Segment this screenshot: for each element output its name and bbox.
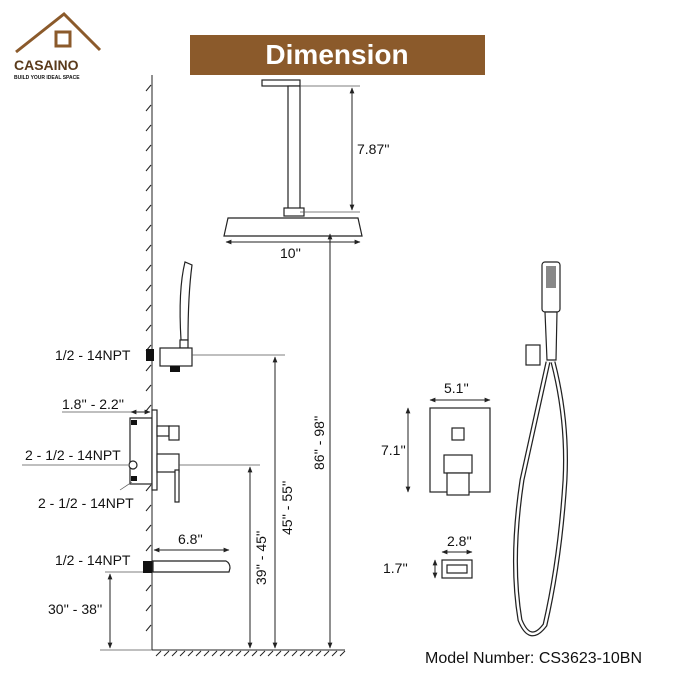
title-banner: [190, 35, 485, 75]
spout-height-label: 30'' - 38'': [48, 601, 102, 617]
wall-hatch: [145, 104, 152, 112]
floor-hatch: [267, 650, 274, 657]
floor-hatch: [283, 650, 290, 657]
tub-spout: [143, 560, 231, 573]
head-height-label: 86'' - 98'': [311, 416, 327, 470]
floor-hatch: [299, 650, 306, 657]
trim-height-label: 7.1'': [381, 442, 406, 458]
holder-inlet-label: 1/2 - 14NPT: [55, 347, 131, 363]
page-title: Dimension: [265, 39, 408, 70]
floor-hatch: [219, 650, 226, 657]
floor-hatch: [195, 650, 202, 657]
brand-tagline: BUILD YOUR IDEAL SPACE: [14, 75, 80, 81]
wall-hatch: [145, 404, 152, 412]
model-number: Model Number: CS3623-10BN: [425, 650, 642, 667]
overflow-height-label: 1.7'': [383, 560, 408, 576]
wall-hatch: [145, 224, 152, 232]
valve-height-label: 39'' - 45'': [253, 531, 269, 585]
wall-hatch: [145, 184, 152, 192]
floor-hatch: [323, 650, 330, 657]
valve-inlet-label-1: 2 - 1/2 - 14NPT: [25, 447, 121, 463]
overflow-cover: [441, 559, 473, 579]
wall-hatch: [145, 524, 152, 532]
floor-hatch: [187, 650, 194, 657]
floor-hatch: [275, 650, 282, 657]
floor-hatch: [155, 650, 162, 657]
floor-hatch: [307, 650, 314, 657]
floor-hatch: [227, 650, 234, 657]
spout-inlet-label: 1/2 - 14NPT: [55, 552, 131, 568]
holder-height-label: 45'' - 55'': [279, 481, 295, 535]
wall-hatch: [145, 544, 152, 552]
valve-inlet-label-2: 2 - 1/2 - 14NPT: [38, 495, 134, 511]
wall-hatch: [145, 324, 152, 332]
wall-hatch: [145, 484, 152, 492]
wall-hatch: [145, 504, 152, 512]
spout-length-label: 6.8'': [178, 531, 203, 547]
floor-hatch: [235, 650, 242, 657]
rain-shower-head: [223, 79, 363, 237]
wall-hatch: [145, 164, 152, 172]
overflow-width-label: 2.8'': [447, 533, 472, 549]
floor-hatch: [179, 650, 186, 657]
floor-hatch: [251, 650, 258, 657]
wall-hatch: [145, 384, 152, 392]
brand-name: CASAINO: [14, 57, 79, 73]
head-width-label: 10'': [280, 245, 301, 261]
valve-depth-label: 1.8'' - 2.2'': [62, 396, 124, 412]
arm-height-label: 7.87'': [357, 141, 390, 157]
wall-hatch: [145, 584, 152, 592]
brand-logo: CASAINO BUILD YOUR IDEAL SPACE: [14, 11, 102, 81]
floor-hatch: [203, 650, 210, 657]
floor-hatch: [171, 650, 178, 657]
floor-hatch: [331, 650, 338, 657]
wall-hatch: [145, 604, 152, 612]
wall-hatch: [145, 144, 152, 152]
wall-hatch: [145, 364, 152, 372]
wall-hatch: [145, 124, 152, 132]
floor-hatch: [243, 650, 250, 657]
house-window-icon: [54, 30, 72, 48]
house-roof-icon: [15, 11, 102, 54]
wall-hatch: [145, 84, 152, 92]
wall-hatch: [145, 624, 152, 632]
floor-hatch: [259, 650, 266, 657]
wall-hatch: [145, 204, 152, 212]
wall-hatch: [145, 304, 152, 312]
wall-hatch: [145, 244, 152, 252]
mixing-valve: [128, 409, 180, 503]
floor-hatch: [291, 650, 298, 657]
floor-hatch: [163, 650, 170, 657]
wall-hatch: [145, 284, 152, 292]
wall-hatch: [145, 264, 152, 272]
handheld-holder: [146, 261, 193, 372]
trim-plate-front: [429, 407, 491, 496]
floor-hatch: [339, 650, 346, 657]
hand-shower: [512, 261, 568, 637]
floor-hatch: [211, 650, 218, 657]
floor-hatch: [315, 650, 322, 657]
trim-width-label: 5.1'': [444, 380, 469, 396]
